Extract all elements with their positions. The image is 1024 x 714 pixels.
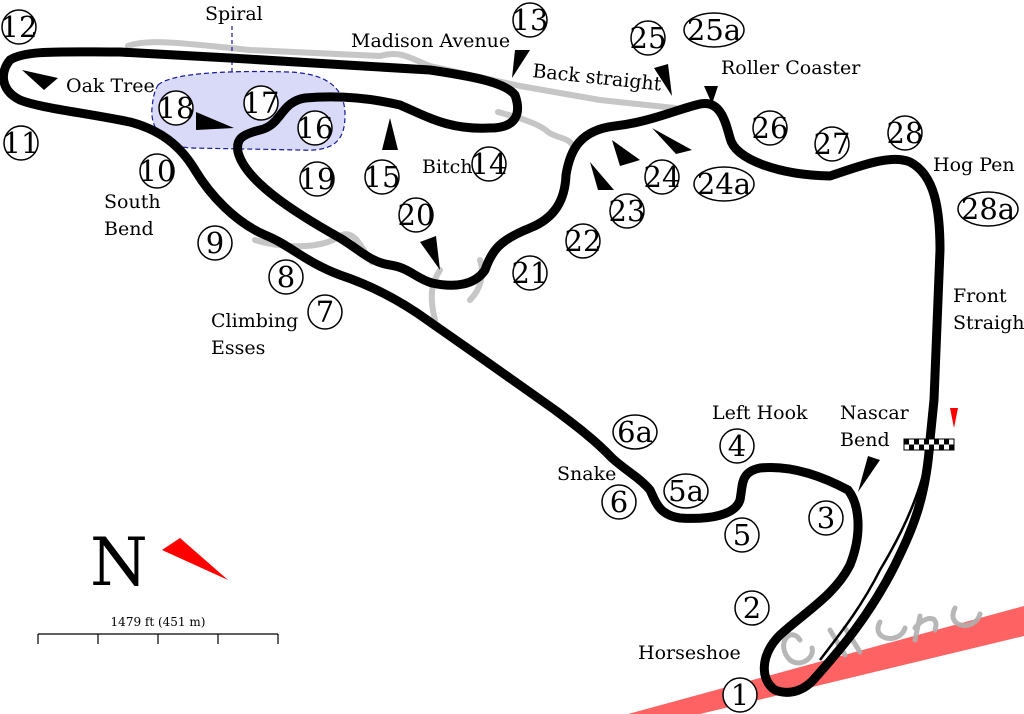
- svg-text:5: 5: [733, 518, 751, 552]
- svg-text:19: 19: [299, 162, 336, 196]
- svg-text:7: 7: [316, 295, 334, 329]
- svg-text:17: 17: [243, 86, 280, 120]
- corner-marker: 25: [630, 20, 667, 56]
- svg-text:12: 12: [1, 10, 38, 44]
- corner-marker: 25a: [683, 12, 745, 48]
- label-nascar-bend-2: Bend: [840, 429, 890, 451]
- scale-label: 1479 ft (451 m): [111, 615, 206, 629]
- corner-marker: 2: [734, 590, 770, 626]
- corner-marker: 26: [752, 110, 789, 146]
- label-front-straight-1: Front: [953, 285, 1007, 307]
- label-south-bend-1: South: [104, 191, 161, 213]
- corner-marker: 20: [398, 197, 435, 233]
- label-south-bend-2: Bend: [104, 218, 154, 240]
- svg-text:18: 18: [158, 91, 195, 125]
- corner-marker: 24a: [693, 166, 755, 202]
- corner-marker: 15: [364, 159, 401, 195]
- label-horseshoe: Horseshoe: [638, 642, 741, 664]
- corner-marker: 9: [197, 225, 233, 261]
- corner-marker: 12: [1, 9, 38, 45]
- svg-text:6: 6: [610, 485, 628, 519]
- svg-text:24: 24: [644, 160, 681, 194]
- corner-marker: 19: [299, 161, 336, 197]
- svg-text:1: 1: [731, 678, 749, 712]
- corner-marker: 4: [719, 428, 755, 464]
- corner-marker: 28a: [957, 191, 1019, 227]
- label-front-straight-2: Straight: [953, 312, 1024, 334]
- scale-bar: [37, 633, 279, 644]
- label-nascar-bend-1: Nascar: [840, 402, 910, 424]
- svg-text:6a: 6a: [617, 415, 653, 449]
- corner-marker: 27: [814, 126, 851, 162]
- label-hog-pen: Hog Pen: [933, 154, 1015, 176]
- corner-marker: 3: [808, 500, 844, 536]
- section-labels: Spiral Madison Avenue Back straight Roll…: [66, 3, 1024, 664]
- label-bitch: Bitch: [422, 156, 473, 178]
- svg-text:8: 8: [277, 260, 295, 294]
- corner-marker: 13: [512, 2, 549, 38]
- svg-text:28: 28: [887, 116, 924, 150]
- label-roller-coaster: Roller Coaster: [721, 57, 861, 79]
- svg-text:11: 11: [3, 126, 40, 160]
- svg-text:5a: 5a: [668, 474, 704, 508]
- corner-marker: 5a: [663, 473, 709, 509]
- compass-arrow-icon: [162, 538, 228, 580]
- svg-text:9: 9: [206, 226, 224, 260]
- svg-text:13: 13: [512, 3, 549, 37]
- corner-marker: 24: [644, 159, 681, 195]
- svg-text:21: 21: [512, 256, 549, 290]
- corner-marker: 5: [724, 517, 760, 553]
- label-madison-avenue: Madison Avenue: [351, 30, 510, 52]
- svg-text:20: 20: [398, 198, 435, 232]
- corner-marker: 21: [512, 255, 549, 291]
- svg-text:16: 16: [297, 111, 334, 145]
- svg-text:4: 4: [728, 429, 746, 463]
- corner-marker: 28: [887, 115, 924, 151]
- svg-text:25a: 25a: [687, 13, 741, 47]
- svg-text:2: 2: [743, 591, 761, 625]
- svg-text:26: 26: [752, 111, 789, 145]
- label-left-hook: Left Hook: [712, 402, 808, 424]
- corner-marker: 18: [158, 90, 195, 126]
- corner-marker: 23: [609, 193, 646, 229]
- svg-text:28a: 28a: [961, 192, 1015, 226]
- svg-text:27: 27: [814, 127, 851, 161]
- corner-marker: 16: [297, 110, 334, 146]
- corner-marker: 6: [601, 484, 637, 520]
- svg-text:3: 3: [817, 501, 835, 535]
- svg-text:15: 15: [364, 160, 401, 194]
- corner-marker: 11: [3, 125, 40, 161]
- svg-text:22: 22: [565, 224, 602, 258]
- svg-text:25: 25: [630, 21, 667, 55]
- corner-marker: 14: [471, 146, 508, 182]
- label-oak-tree: Oak Tree: [66, 75, 155, 97]
- svg-text:24a: 24a: [697, 167, 751, 201]
- label-spiral: Spiral: [205, 3, 263, 25]
- corner-marker: 6a: [612, 414, 658, 450]
- corner-marker: 8: [268, 259, 304, 295]
- corner-pointer-icon: [22, 50, 880, 492]
- corner-marker: 1: [722, 677, 758, 713]
- svg-text:14: 14: [471, 147, 508, 181]
- checkered-flag-icon: [903, 438, 955, 451]
- start-arrow-icon: [950, 408, 958, 428]
- label-climbing-esses-2: Esses: [211, 337, 265, 359]
- corner-marker: 10: [139, 153, 176, 189]
- svg-text:10: 10: [139, 154, 176, 188]
- corner-marker: 22: [565, 223, 602, 259]
- compass-letter: N: [90, 524, 148, 601]
- corner-marker: 7: [307, 294, 343, 330]
- pit-lane: [819, 439, 932, 661]
- corner-marker: 17: [243, 85, 280, 121]
- racetrack: [0, 47, 945, 697]
- label-snake: Snake: [557, 463, 616, 485]
- svg-text:23: 23: [609, 194, 646, 228]
- label-climbing-esses-1: Climbing: [211, 310, 298, 332]
